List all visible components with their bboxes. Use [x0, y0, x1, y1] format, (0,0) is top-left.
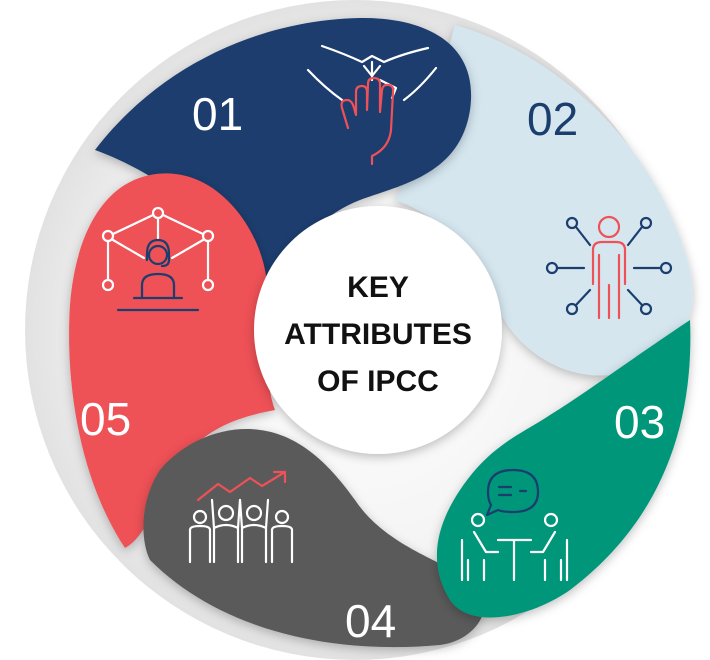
- segment-05-shape: [69, 173, 275, 548]
- center-title-line-1: KEY: [347, 271, 409, 304]
- person-network-icon: [545, 215, 673, 320]
- segment-03-shape: [436, 320, 691, 618]
- segment-05-number: 05: [80, 393, 131, 445]
- segment-01-shape: [95, 17, 472, 285]
- team-growth-icon: [188, 470, 294, 564]
- segment-03-number: 03: [614, 396, 665, 448]
- handshake-icon: [306, 44, 438, 166]
- meeting-conversation-icon: [460, 468, 569, 582]
- center-title-line-3: OF IPCC: [317, 365, 439, 398]
- segment-03: 03: [436, 320, 691, 618]
- center-circle: [254, 206, 502, 454]
- segment-04-shape: [143, 429, 485, 648]
- segment-01: 01: [95, 17, 472, 285]
- agent-network-icon: [101, 206, 215, 312]
- segment-05: 05: [69, 173, 275, 548]
- center-title-line-2: ATTRIBUTES: [284, 318, 472, 351]
- segment-01-number: 01: [192, 88, 243, 140]
- segment-04-number: 04: [345, 595, 396, 647]
- segment-02-number: 02: [527, 93, 578, 145]
- segment-04: 04: [143, 429, 485, 648]
